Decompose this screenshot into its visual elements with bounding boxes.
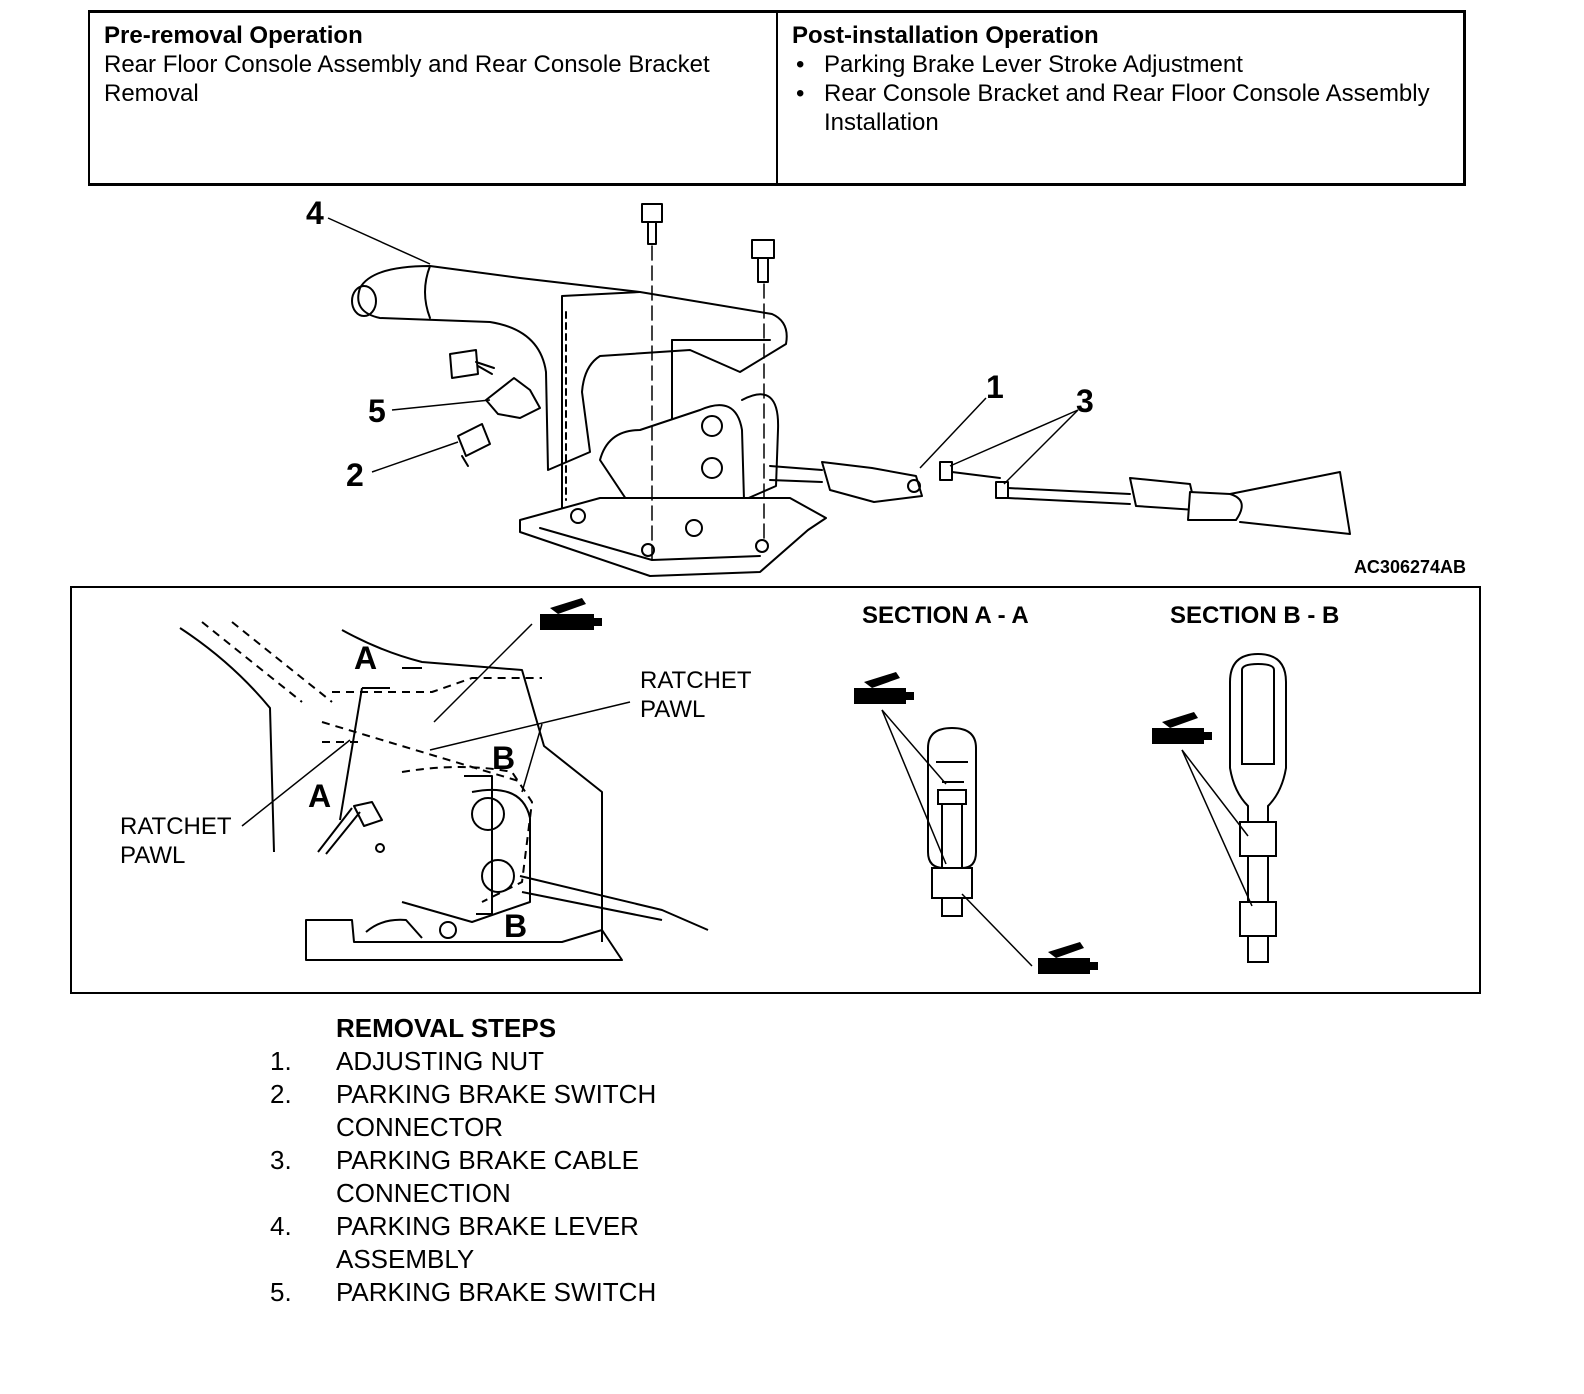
list-item: 3. PARKING BRAKE CABLE CONNECTION: [270, 1144, 716, 1210]
pre-removal-cell: Pre-removal Operation Rear Floor Console…: [104, 21, 754, 108]
operations-table: Pre-removal Operation Rear Floor Console…: [88, 10, 1466, 186]
ratchet-pawl-label-right: RATCHET PAWL: [640, 666, 752, 724]
callout-5: 5: [368, 393, 386, 429]
ratchet-pawl-label-left: RATCHET PAWL: [120, 812, 232, 870]
step-text: CONNECTOR: [336, 1112, 504, 1142]
section-b-title: SECTION B - B: [1170, 602, 1340, 629]
pawl-label-line: PAWL: [640, 696, 706, 723]
callout-1: 1: [986, 369, 1004, 405]
step-number: 1.: [270, 1046, 292, 1076]
post-installation-item: Parking Brake Lever Stroke Adjustment: [792, 50, 1462, 79]
step-text: PARKING BRAKE CABLE: [336, 1145, 639, 1175]
ratchet-detail-illustration: [179, 598, 1287, 974]
grease-icon: [1038, 942, 1098, 974]
step-text: CONNECTION: [336, 1178, 511, 1208]
callout-3: 3: [1076, 383, 1094, 419]
removal-steps-title: REMOVAL STEPS: [336, 1013, 557, 1043]
step-text: PARKING BRAKE SWITCH: [336, 1079, 657, 1109]
ratchet-label-line: RATCHET: [120, 813, 232, 840]
pre-removal-text: Rear Floor Console Assembly and Rear Con…: [104, 51, 710, 107]
post-installation-item: Rear Console Bracket and Rear Floor Cons…: [792, 79, 1462, 137]
grease-icon: [854, 672, 914, 704]
step-text: PARKING BRAKE SWITCH: [336, 1277, 657, 1307]
list-item: 2. PARKING BRAKE SWITCH CONNECTOR: [270, 1078, 716, 1144]
list-item: 5. PARKING BRAKE SWITCH: [270, 1276, 716, 1309]
post-installation-cell: Post-installation Operation Parking Brak…: [792, 21, 1462, 137]
grease-icon: [1152, 712, 1212, 744]
table-divider: [776, 13, 778, 183]
step-text: ADJUSTING NUT: [336, 1046, 544, 1076]
section-letter-b-bottom: B: [504, 908, 528, 944]
pre-removal-title: Pre-removal Operation: [104, 22, 363, 49]
parking-brake-exploded-view: 4 5 2 1 3: [306, 195, 1351, 577]
post-installation-list: Parking Brake Lever Stroke Adjustment Re…: [792, 50, 1462, 137]
section-letter-a-top: A: [354, 640, 378, 676]
post-installation-title: Post-installation Operation: [792, 22, 1099, 49]
detail-panel: SECTION A - A SECTION B - B RATCHET PAWL…: [70, 586, 1481, 994]
list-item: 4. PARKING BRAKE LEVER ASSEMBLY: [270, 1210, 716, 1276]
callout-4: 4: [306, 195, 324, 231]
step-number: 4.: [270, 1211, 292, 1241]
step-number: 3.: [270, 1145, 292, 1175]
section-letter-a-bottom: A: [308, 778, 332, 814]
step-number: 2.: [270, 1079, 292, 1109]
pawl-label-line: PAWL: [120, 842, 186, 869]
step-text: PARKING BRAKE LEVER: [336, 1211, 639, 1241]
list-item: 1. ADJUSTING NUT: [270, 1045, 716, 1078]
figure-code: AC306274AB: [1353, 557, 1466, 577]
ratchet-label-line: RATCHET: [640, 667, 752, 694]
grease-icon: [540, 598, 602, 630]
removal-steps: REMOVAL STEPS 1. ADJUSTING NUT 2. PARKIN…: [270, 1012, 716, 1309]
section-a-title: SECTION A - A: [862, 602, 1029, 629]
callout-2: 2: [346, 457, 364, 493]
section-letter-b-top: B: [492, 740, 516, 776]
step-number: 5.: [270, 1277, 292, 1307]
step-text: ASSEMBLY: [336, 1244, 475, 1274]
